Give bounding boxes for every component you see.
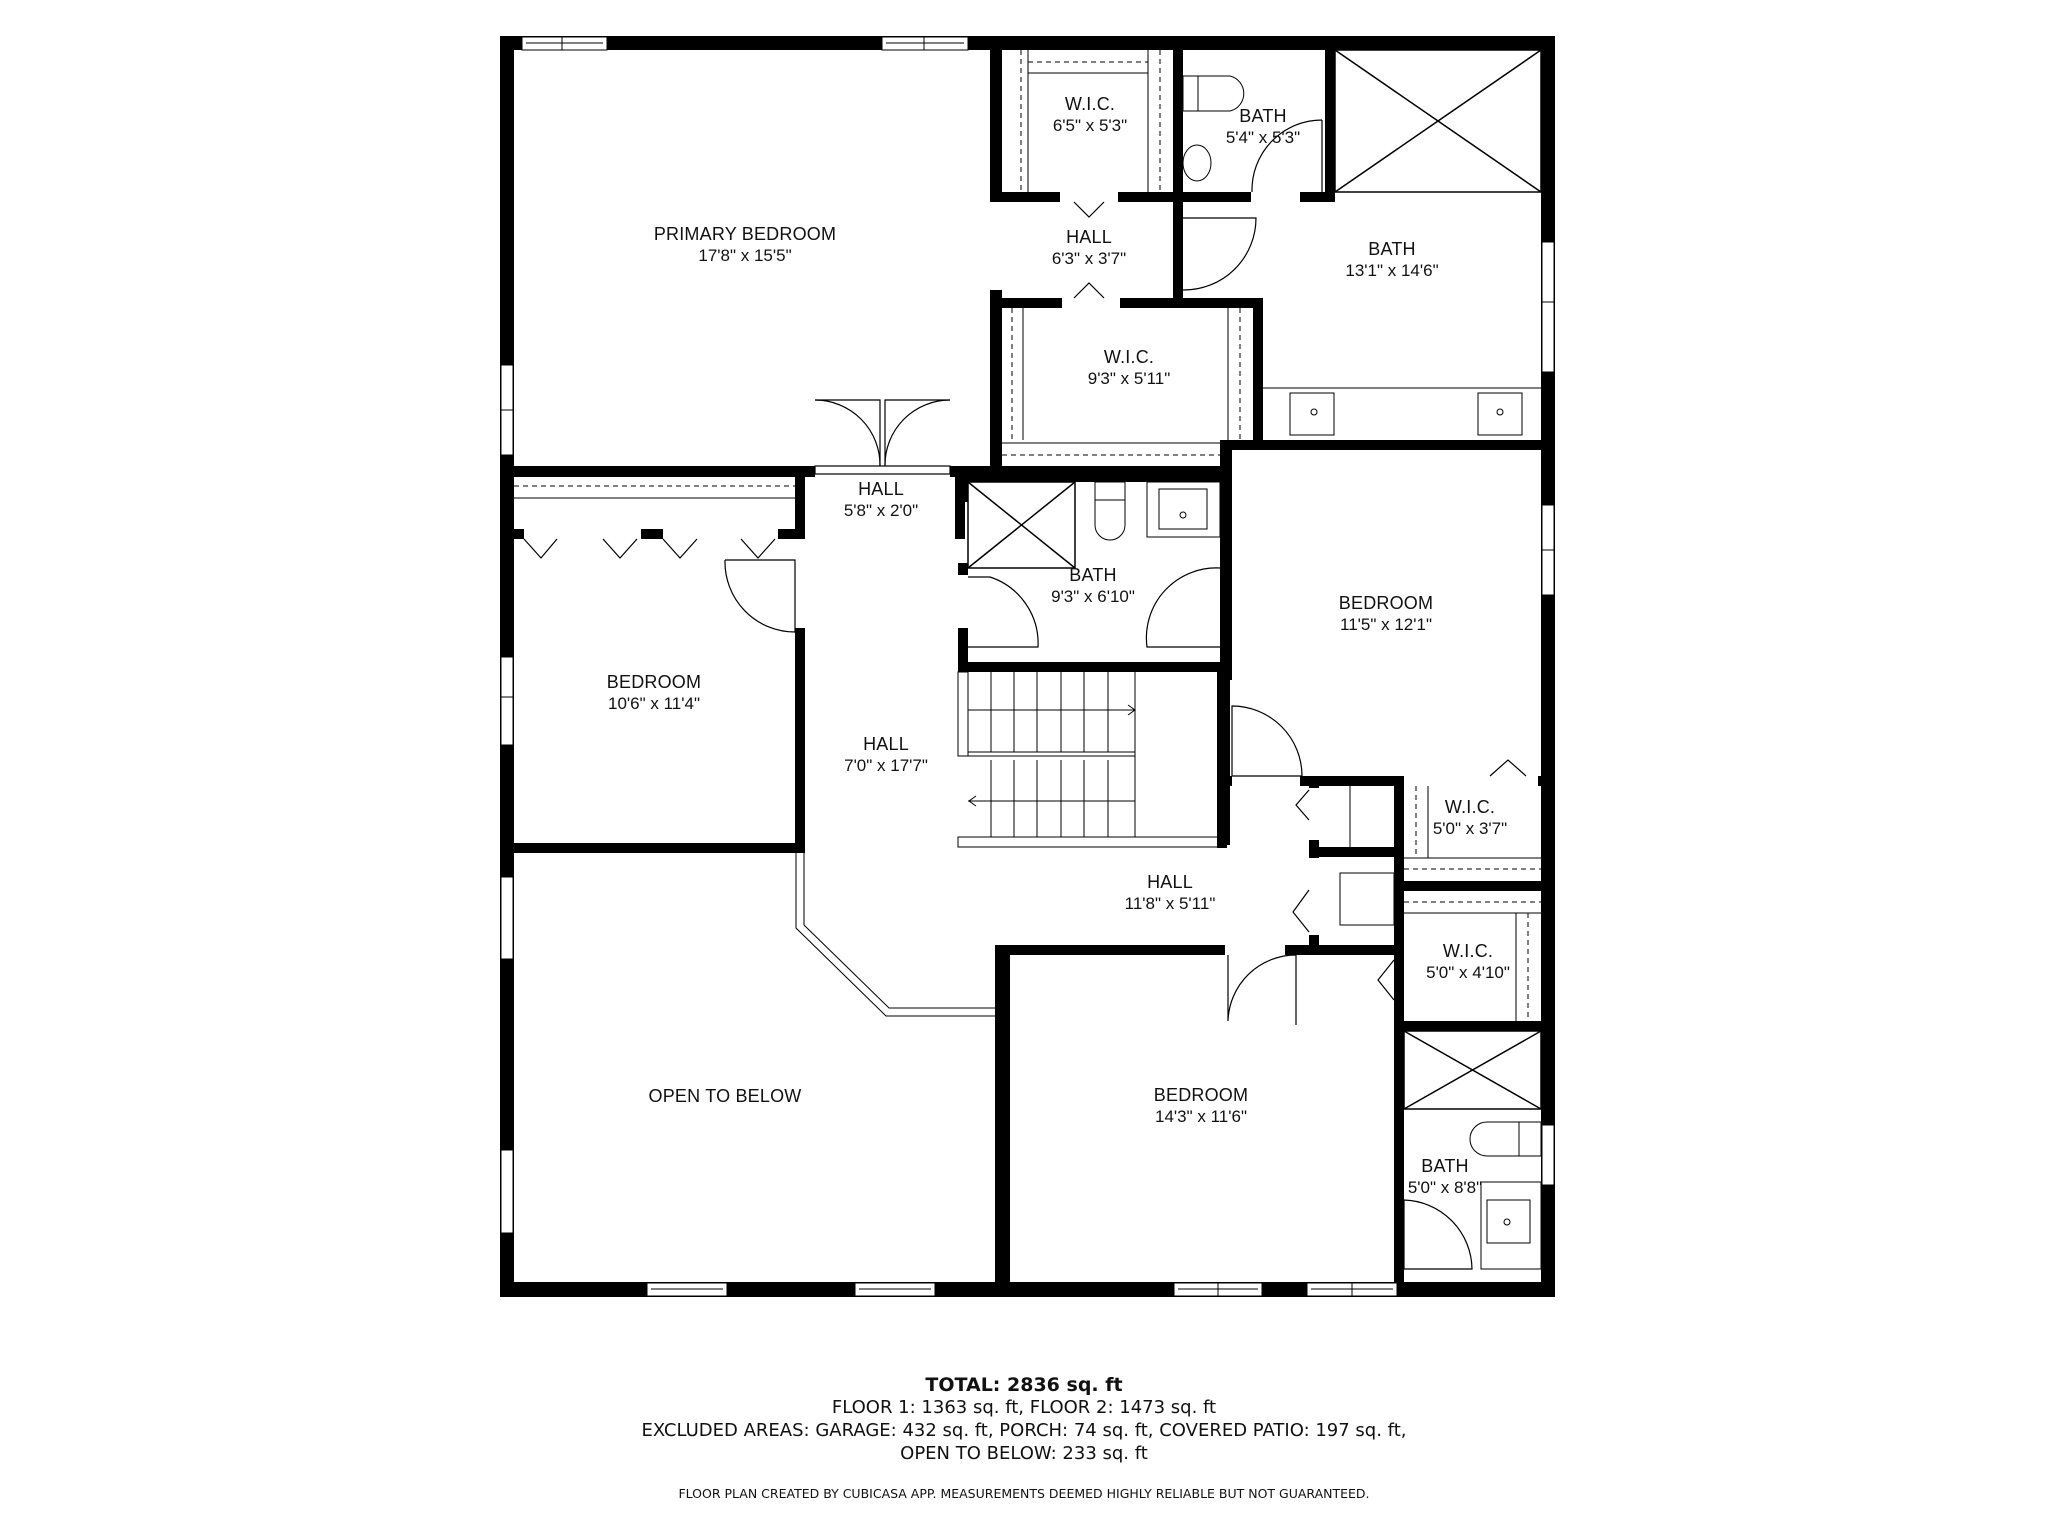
room-name: W.I.C. <box>1064 94 1116 115</box>
interior-walls <box>500 36 1555 1282</box>
room-label-bedroom-right: BEDROOM 11'5" x 12'1" <box>1339 593 1433 635</box>
staircase <box>957 671 1219 848</box>
room-label-bath-bottom: BATH 5'0" x 8'8" <box>1408 1156 1482 1198</box>
room-label-primary-bedroom: PRIMARY BEDROOM 17'8" x 15'5" <box>654 224 836 266</box>
room-label-hall-lower: HALL 11'8" x 5'11" <box>1125 872 1216 914</box>
excluded-areas: EXCLUDED AREAS: GARAGE: 432 sq. ft, PORC… <box>641 1420 1407 1441</box>
room-name: HALL <box>1066 227 1112 248</box>
room-dimensions: 5'4" x 5'3" <box>1225 127 1301 147</box>
room-name: W.I.C. <box>1103 347 1155 368</box>
room-label-bath-primary: BATH 13'1" x 14'6" <box>1345 239 1438 281</box>
room-name: BATH <box>1368 239 1416 260</box>
room-label-bedroom-bottom: BEDROOM 14'3" x 11'6" <box>1154 1085 1248 1127</box>
room-dimensions: 9'3" x 6'10" <box>1051 586 1135 606</box>
room-name: OPEN TO BELOW <box>648 1086 802 1107</box>
room-label-hall-main: HALL 7'0" x 17'7" <box>844 734 928 776</box>
room-dimensions: 5'0" x 8'8" <box>1407 1177 1483 1197</box>
room-dimensions: 9'3" x 5'11" <box>1087 368 1171 388</box>
closet-shelves <box>514 50 1541 1021</box>
room-name: HALL <box>863 734 909 755</box>
room-label-wic-3: W.I.C. 5'0" x 3'7" <box>1433 797 1507 839</box>
windows <box>500 36 1555 1297</box>
room-dimensions: 14'3" x 11'6" <box>1155 1106 1247 1126</box>
room-name: W.I.C. <box>1442 941 1494 962</box>
room-name: HALL <box>858 479 904 500</box>
room-name: BATH <box>1239 106 1287 127</box>
room-dimensions: 11'8" x 5'11" <box>1124 893 1216 913</box>
room-name: BEDROOM <box>1153 1085 1249 1106</box>
room-label-wic-4: W.I.C. 5'0" x 4'10" <box>1426 941 1510 983</box>
room-dimensions: 5'8" x 2'0" <box>843 500 919 520</box>
room-dimensions: 13'1" x 14'6" <box>1345 260 1439 280</box>
room-dimensions: 5'0" x 4'10" <box>1426 962 1510 982</box>
doors <box>523 119 1527 1270</box>
room-name: PRIMARY BEDROOM <box>653 224 837 245</box>
fixtures <box>1094 75 1542 1270</box>
room-label-bath-small: BATH 5'4" x 5'3" <box>1226 106 1300 148</box>
room-name: BATH <box>1069 565 1117 586</box>
room-name: W.I.C. <box>1444 797 1496 818</box>
room-dimensions: 11'5" x 12'1" <box>1340 614 1432 634</box>
room-name: BEDROOM <box>1338 593 1434 614</box>
room-label-bath-hall: BATH 9'3" x 6'10" <box>1051 565 1135 607</box>
room-dimensions: 10'6" x 11'4" <box>608 693 700 713</box>
room-label-hall-top: HALL 6'3" x 3'7" <box>1052 227 1126 269</box>
room-dimensions: 7'0" x 17'7" <box>844 755 928 775</box>
room-label-open-to-below: OPEN TO BELOW <box>649 1086 802 1108</box>
room-dimensions: 5'0" x 3'7" <box>1432 818 1508 838</box>
room-label-wic-1: W.I.C. 6'5" x 5'3" <box>1053 94 1127 136</box>
railing <box>795 853 995 1017</box>
room-name: HALL <box>1147 872 1193 893</box>
showers <box>967 49 1542 1110</box>
room-name: BEDROOM <box>606 672 702 693</box>
floor-areas: FLOOR 1: 1363 sq. ft, FLOOR 2: 1473 sq. … <box>831 1397 1217 1418</box>
room-dimensions: 6'5" x 5'3" <box>1052 115 1128 135</box>
room-dimensions: 6'3" x 3'7" <box>1051 248 1127 268</box>
room-label-hall-small: HALL 5'8" x 2'0" <box>844 479 918 521</box>
open-to-below-area: OPEN TO BELOW: 233 sq. ft <box>900 1443 1148 1464</box>
room-label-bedroom-left: BEDROOM 10'6" x 11'4" <box>607 672 701 714</box>
room-dimensions: 17'8" x 15'5" <box>698 245 792 265</box>
room-name: BATH <box>1421 1156 1469 1177</box>
disclaimer: FLOOR PLAN CREATED BY CUBICASA APP. MEAS… <box>678 1486 1370 1501</box>
room-label-wic-2: W.I.C. 9'3" x 5'11" <box>1088 347 1171 389</box>
total-area: TOTAL: 2836 sq. ft <box>925 1374 1123 1396</box>
